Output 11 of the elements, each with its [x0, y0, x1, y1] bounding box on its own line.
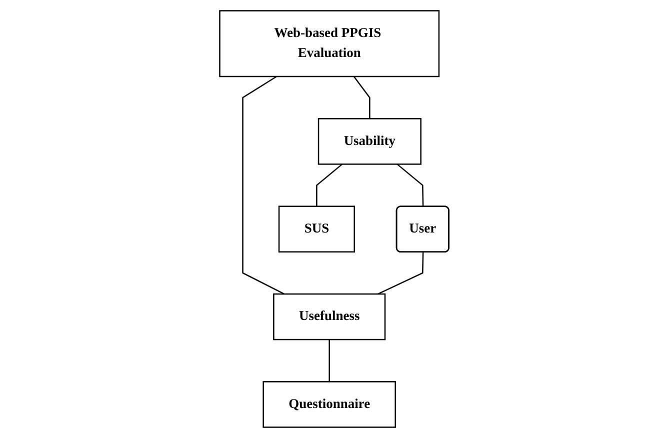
node-box: Usability [318, 118, 422, 165]
connector [377, 252, 424, 295]
connector [316, 164, 342, 206]
connector [242, 76, 284, 295]
node-box: Usefulness [272, 293, 386, 340]
connector [353, 76, 370, 119]
connector [396, 164, 424, 207]
node-box: Web-based PPGIS Evaluation [218, 10, 440, 78]
node-box: SUS [278, 206, 355, 253]
node-box: Questionnaire [262, 381, 396, 428]
connector [328, 340, 330, 382]
